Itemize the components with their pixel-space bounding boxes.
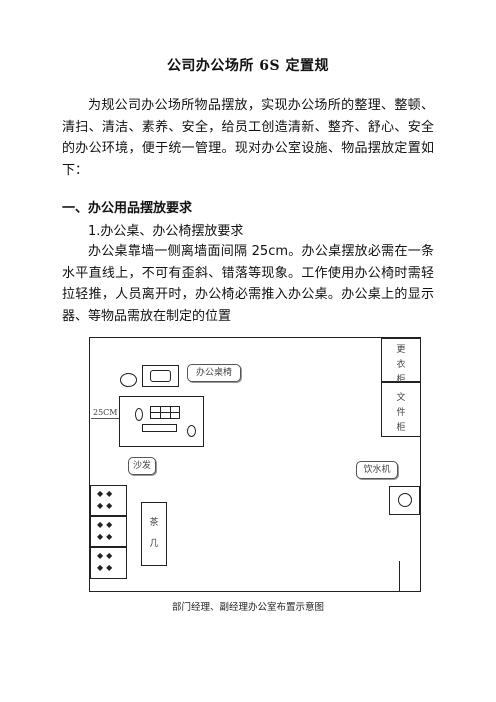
sofa-seat-2: ◆◆◆◆ (90, 516, 127, 547)
locker-label-2: 衣 (396, 360, 406, 370)
section-body: 办公桌靠墙一侧离墙面间隔 25cm。办公桌摆放必需在一条水平直线上，不可有歪斜、… (62, 244, 434, 324)
locker-label-1: 更 (396, 345, 406, 355)
tea-table: 茶 几 (141, 502, 167, 566)
monitor (142, 365, 179, 387)
gap-label: 25CM (93, 408, 118, 417)
water-dispenser (389, 486, 420, 515)
file-cabinet: 文 件 柜 (381, 382, 421, 437)
sofa-seat-1: ◆◆◆◆ (90, 485, 127, 516)
document-title: 公司办公场所 6S 定置规 (166, 58, 330, 74)
desk-drawer (142, 424, 177, 432)
desk-chair-callout: 办公桌椅 (187, 364, 241, 382)
round-object (120, 373, 137, 387)
file-cabinet-label-1: 文 (396, 393, 406, 403)
gap-line (91, 418, 119, 419)
door-line (399, 561, 400, 592)
locker: 更 衣 柜 (381, 338, 421, 385)
file-cabinet-label-3: 柜 (396, 423, 406, 433)
tea-table-label-2: 几 (149, 539, 159, 549)
tea-table-label-1: 茶 (149, 518, 159, 528)
keyboard (150, 406, 180, 419)
office-layout-diagram: 更 衣 柜 文 件 柜 办公桌椅 25CM 沙发 饮水机 ◆◆◆◆ (89, 337, 421, 592)
section-heading: 一、办公用品摆放要求 (62, 201, 193, 216)
phone (187, 425, 196, 437)
locker-label-3: 柜 (396, 375, 406, 385)
intro-paragraph: 为规公司办公场所物品摆放，实现办公场所的整理、整顿、清扫、清洁、素养、安全，给员… (62, 98, 434, 178)
sofa-seat-3: ◆◆◆◆ (90, 547, 127, 579)
office-desk (119, 396, 204, 447)
door-cap (390, 591, 400, 592)
water-dispenser-callout: 饮水机 (356, 461, 398, 479)
file-cabinet-label-2: 件 (396, 408, 406, 418)
mouse (135, 408, 143, 421)
diagram-caption: 部门经理、副经理办公室布置示意图 (171, 602, 324, 613)
subsection-heading: 1.办公桌、办公椅摆放要求 (88, 224, 244, 239)
sofa-callout: 沙发 (128, 457, 156, 475)
